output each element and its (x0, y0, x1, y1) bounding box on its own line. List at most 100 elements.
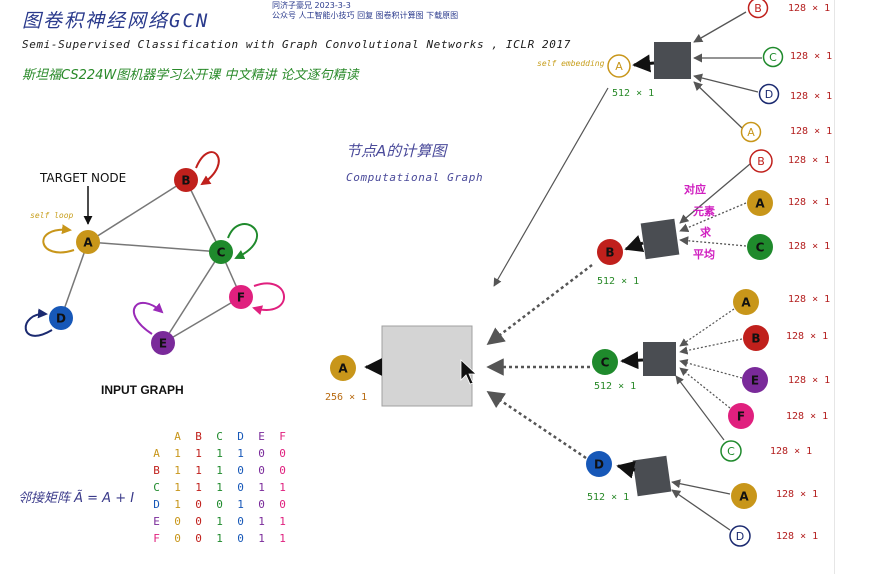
leaf-a-2: A (747, 190, 773, 216)
leaf-d-1-label: D (765, 88, 773, 101)
paper-title: Semi-Supervised Classification with Grap… (22, 38, 571, 51)
leaf-d-4: D (729, 525, 751, 547)
matrix-cell: 1 (174, 498, 181, 511)
self-loop-c (227, 223, 259, 260)
target-node-label: TARGET NODE (40, 171, 127, 185)
matrix-cell: 1 (174, 481, 181, 494)
leaf-e-3-label: E (751, 374, 759, 388)
self-embedding-arrow (493, 87, 609, 287)
dotted-arrow-d-to-box (486, 390, 587, 460)
dim-label: 512 × 1 (587, 492, 630, 503)
self-loop-d (24, 308, 53, 337)
aggregator-box-a (654, 42, 691, 79)
matrix-col-header: D (237, 430, 244, 443)
layer1-node-c-label: C (601, 356, 610, 370)
matrix-row-header: A (153, 447, 160, 460)
dim-label: 128 × 1 (786, 331, 829, 342)
leaf-a-3: A (733, 289, 759, 315)
matrix-cell: 0 (279, 447, 286, 460)
layer1-node-b-label: B (605, 246, 614, 260)
edge-e-f (162, 296, 242, 344)
matrix-cell: 1 (174, 464, 181, 477)
leaf-a-1-label: A (747, 126, 755, 139)
aggregation-note: 元素 (693, 205, 715, 218)
leaf-c-1: C (762, 46, 784, 68)
leaf-b-1: B (747, 0, 769, 19)
page-title: 图卷积神经网络GCN (22, 10, 210, 32)
layer1-node-d: D (586, 451, 612, 477)
dim-label: 128 × 1 (776, 489, 819, 500)
dim-label: 128 × 1 (790, 51, 833, 62)
self-loop-f (252, 282, 285, 315)
leaf-a-3-label: A (741, 296, 751, 310)
layer2-aggregator-box (381, 325, 473, 407)
edge-a-b (87, 179, 187, 243)
self-loop-e (132, 301, 164, 335)
matrix-row-header: D (153, 498, 160, 511)
matrix-cell: 1 (258, 515, 265, 528)
dim-label: 128 × 1 (790, 91, 833, 102)
matrix-row-header: F (153, 532, 160, 545)
matrix-cell: 0 (237, 532, 244, 545)
edge-a-to-agg-d (671, 479, 731, 495)
self-loop-label: self loop (30, 211, 74, 220)
aggregator-box-c (643, 342, 676, 376)
leaf-c-2: C (747, 234, 773, 260)
course-note: 斯坦福CS224W图机器学习公开课 中文精讲 论文逐句精读 (22, 68, 359, 83)
arrow-agg-to-d (616, 460, 636, 479)
leaf-d-4-label: D (736, 530, 744, 543)
leaf-b-3: B (743, 325, 769, 351)
matrix-col-header: C (216, 430, 223, 443)
matrix-cell: 1 (216, 532, 223, 545)
layer1-node-a-self-label: A (615, 60, 623, 73)
matrix-cell: 0 (195, 498, 202, 511)
aggregator-box-d (632, 455, 672, 497)
matrix-cell: 1 (195, 464, 202, 477)
node-b-label: B (181, 174, 190, 188)
edge-b-to-agg-b (679, 163, 751, 224)
edge-c-to-agg-b (679, 236, 747, 247)
matrix-cell: 0 (258, 498, 265, 511)
leaf-c-2-label: C (756, 241, 765, 255)
dim-label: 512 × 1 (597, 276, 640, 287)
matrix-cell: 0 (258, 447, 265, 460)
self-embedding-label: self embedding (537, 59, 605, 68)
aggregation-note: 对应 (684, 183, 706, 196)
matrix-cell: 1 (279, 515, 286, 528)
leaf-a-4-label: A (739, 490, 749, 504)
dim-label: 512 × 1 (612, 88, 655, 99)
edge-e-to-agg-c (679, 358, 743, 379)
matrix-cell: 0 (174, 515, 181, 528)
matrix-cell: 1 (195, 447, 202, 460)
layer1-node-b: B (597, 239, 623, 265)
arrow-agg-to-c (620, 351, 644, 370)
edge-d-to-agg-a (693, 73, 759, 93)
node-a-label: A (83, 236, 93, 250)
matrix-cell: 0 (258, 464, 265, 477)
matrix-cell: 1 (279, 532, 286, 545)
dim-label: 128 × 1 (788, 197, 831, 208)
matrix-cell: 0 (237, 481, 244, 494)
edge-a-to-agg-c (679, 308, 735, 347)
dim-label: 128 × 1 (788, 155, 831, 166)
leaf-b-2: B (749, 149, 773, 173)
edge-f-to-agg-c (679, 367, 731, 409)
layer1-node-a-self: A (607, 54, 631, 78)
author-note: 同济子豪兄 2023-3-3 (272, 1, 351, 10)
node-e-label: E (159, 337, 167, 351)
leaf-b-1-label: B (754, 2, 762, 15)
matrix-cell: 0 (279, 498, 286, 511)
leaf-d-1: D (758, 83, 780, 105)
node-d-label: D (56, 312, 66, 326)
matrix-row-header: B (153, 464, 160, 477)
self-loop-a (42, 224, 75, 254)
leaf-b-2-label: B (757, 155, 765, 168)
edge-c-to-agg-c (675, 375, 725, 441)
adjacency-matrix-label: 邻接矩阵 Ã = A + I (18, 491, 135, 506)
leaf-c-3: C (720, 440, 742, 462)
output-node-a-label: A (338, 362, 348, 376)
